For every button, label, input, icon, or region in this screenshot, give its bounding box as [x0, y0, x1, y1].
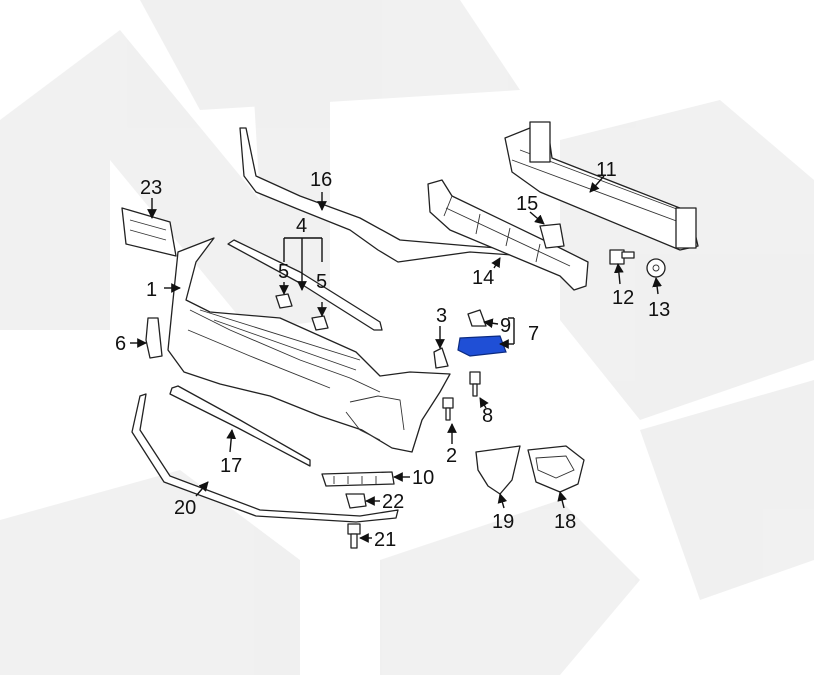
callout-20: 20 — [174, 497, 196, 519]
screw-part — [442, 397, 454, 421]
callout-18: 18 — [554, 511, 576, 533]
lower-spoiler-part — [131, 393, 399, 523]
nut-clip-part — [467, 309, 487, 327]
lower-bolt-part — [347, 523, 361, 549]
clip-part — [433, 347, 449, 369]
callout-14: 14 — [472, 267, 494, 289]
callout-10: 10 — [412, 467, 434, 489]
callout-5b: 5 — [316, 271, 327, 293]
leader-lines — [130, 175, 662, 543]
beam-nut-part — [646, 258, 666, 278]
callout-7: 7 — [528, 323, 539, 345]
callout-8: 8 — [482, 405, 493, 427]
center-bracket-part — [321, 471, 395, 487]
retainer-part — [345, 493, 367, 509]
highlighted-bracket-part — [457, 335, 507, 357]
side-bracket-part — [145, 317, 163, 359]
callout-21: 21 — [374, 529, 396, 551]
callout-15: 15 — [516, 193, 538, 215]
bumper-cover-part — [167, 237, 451, 453]
callout-2: 2 — [446, 445, 457, 467]
callout-9: 9 — [500, 315, 511, 337]
bumper-beam-part — [504, 121, 699, 251]
callout-3: 3 — [436, 305, 447, 327]
callout-19: 19 — [492, 511, 514, 533]
callout-16: 16 — [310, 169, 332, 191]
beam-bolt-part — [609, 249, 635, 265]
absorber-bracket-part — [539, 223, 565, 249]
callout-labels: 23 1 6 16 4 5 5 3 9 7 8 2 11 15 14 12 13… — [115, 159, 670, 551]
callout-6: 6 — [115, 333, 126, 355]
fog-lamp-cover-part — [527, 445, 585, 493]
callout-23: 23 — [140, 177, 162, 199]
callout-17: 17 — [220, 455, 242, 477]
callout-5a: 5 — [278, 261, 289, 283]
callout-11: 11 — [596, 159, 617, 181]
callout-22: 22 — [382, 491, 404, 513]
energy-absorber-part — [427, 179, 589, 291]
callout-13: 13 — [648, 299, 670, 321]
callout-12: 12 — [612, 287, 634, 309]
fog-bracket-part — [475, 445, 521, 495]
lower-trim-strip-part — [169, 385, 311, 467]
callout-4: 4 — [296, 215, 307, 237]
retainer-clips — [275, 293, 329, 331]
bolt-part — [469, 371, 481, 397]
callout-1: 1 — [146, 279, 157, 301]
